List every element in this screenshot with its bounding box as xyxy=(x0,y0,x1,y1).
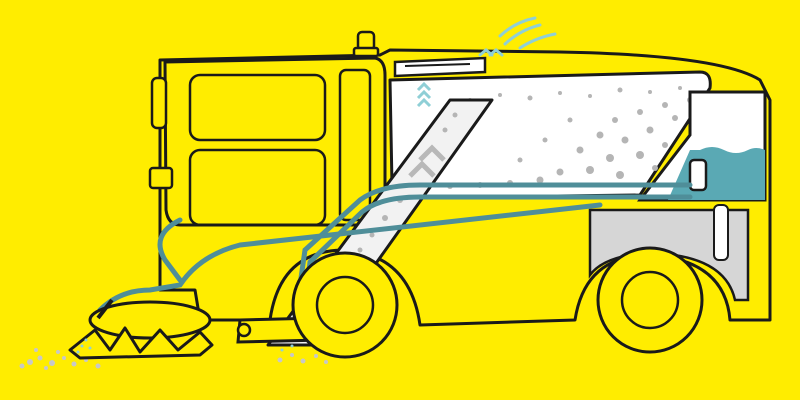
headlight xyxy=(148,166,174,190)
airflow-icon xyxy=(478,16,557,57)
hopper-airflow-arrows xyxy=(416,81,432,108)
ground-debris xyxy=(19,348,328,370)
brush-icon xyxy=(68,298,214,360)
exhaust-vent xyxy=(393,56,487,78)
hose-icon xyxy=(97,182,693,323)
filter xyxy=(713,204,729,261)
side-mirror xyxy=(150,76,168,130)
water-tank-icon xyxy=(636,90,767,202)
rear-wheel-icon xyxy=(596,246,704,354)
pump xyxy=(688,158,708,192)
cab-window-bottom xyxy=(188,148,327,227)
cab-window-top xyxy=(188,73,327,142)
wheel-icon xyxy=(291,251,399,359)
rear-compartment xyxy=(588,204,750,302)
cab xyxy=(148,56,387,227)
beacon-light-icon xyxy=(352,30,380,58)
